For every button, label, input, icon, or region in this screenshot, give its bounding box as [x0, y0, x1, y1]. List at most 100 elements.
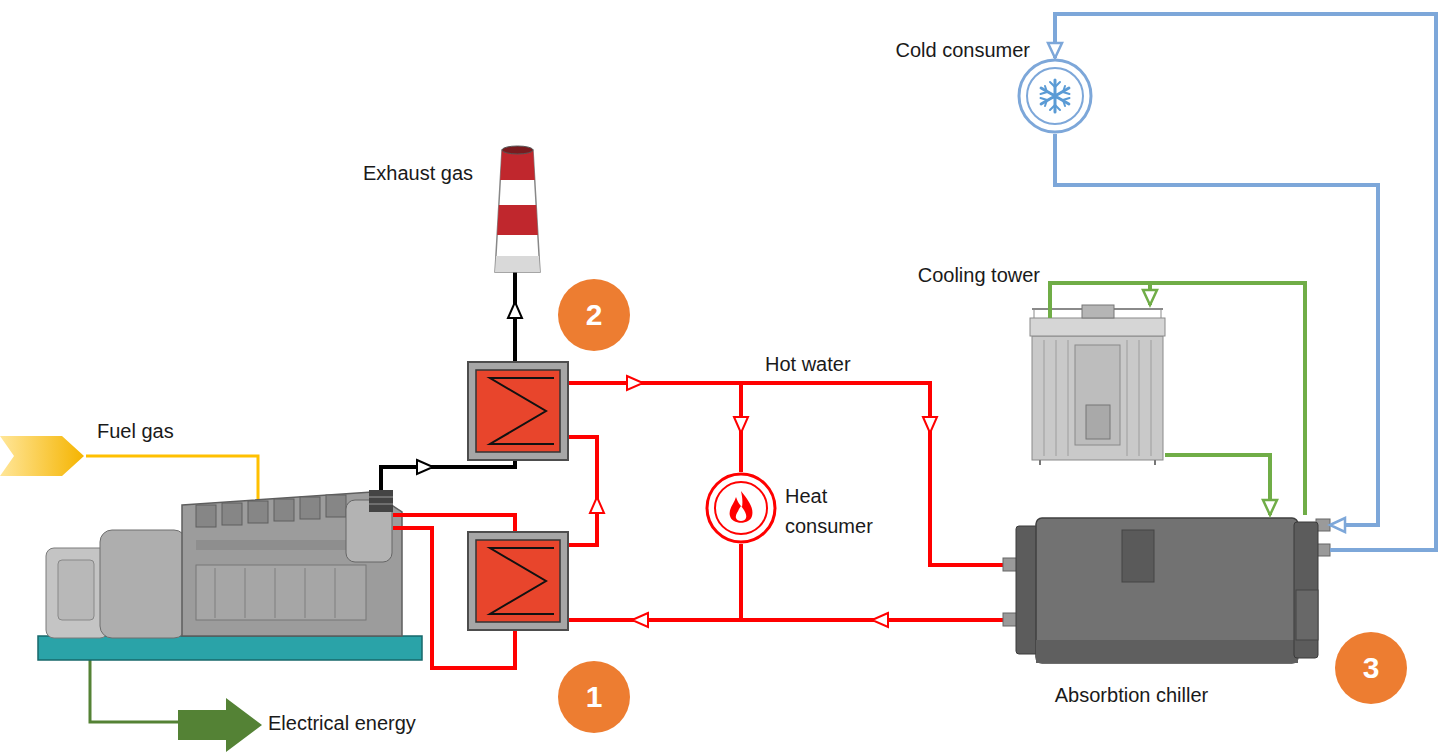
heat-consumer-outline [705, 472, 777, 544]
pipe-label: Hot water [765, 353, 851, 375]
tower-slat [1151, 340, 1152, 456]
cold-consumer-node: Cold consumer [1017, 58, 1093, 134]
exhaust-outlet-ring [369, 497, 393, 498]
flow-arrows [590, 376, 937, 627]
exhaust-heat-exchanger [468, 362, 568, 460]
flow-arrow [734, 417, 748, 433]
callout-circle [1335, 632, 1407, 704]
gas-engine [38, 490, 422, 660]
node-label-box: Heat consumer [785, 481, 885, 541]
exchanger-coil [490, 548, 554, 614]
tower-deck [1030, 318, 1165, 336]
cylinder-head [274, 499, 294, 521]
tower-leg [1154, 460, 1156, 465]
cylinder-head [248, 501, 268, 523]
engine-rib [275, 568, 276, 618]
node-label-box: Cold consumer [895, 38, 1030, 62]
node-label-box: Absorbtion chiller [1003, 683, 1260, 707]
pipe-label-box: Hot water [765, 352, 851, 376]
heat-consumer-node: Heat consumer [705, 472, 777, 544]
tower-door [1086, 405, 1110, 439]
engine-rib [335, 568, 336, 618]
power-line [90, 660, 180, 722]
consumer-ring [1019, 60, 1091, 132]
arrow-head [1048, 43, 1062, 58]
flame-icon [730, 491, 753, 523]
flame-core [736, 506, 746, 521]
pipe-connector [1143, 283, 1305, 515]
node-label: Absorbtion chiller [1055, 684, 1208, 706]
engine-rail [196, 540, 346, 550]
callout-number-box: 2 [558, 279, 630, 351]
pipe-line [1055, 134, 1378, 525]
callout-number-box: 3 [1335, 632, 1407, 704]
flow-arrow [627, 376, 643, 390]
engine-block [182, 492, 402, 636]
output-label: Electrical energy [268, 712, 416, 734]
heat-return-pipe [739, 544, 743, 620]
tower-leg [1039, 460, 1041, 465]
flow-arrow [590, 497, 604, 513]
arrow-head [1263, 500, 1277, 515]
pipe-line [1165, 455, 1270, 515]
hot-water-pipe [568, 437, 597, 545]
arrow-head [1330, 518, 1345, 532]
consumer-ring [707, 474, 775, 542]
callout-number: 2 [586, 303, 603, 327]
chiller-skid [1036, 640, 1298, 663]
exhaust-outlet [369, 490, 393, 512]
engine-rib [245, 568, 246, 618]
callout-number-box: 1 [558, 661, 630, 733]
consumer-ring [1027, 68, 1083, 124]
input-label-box: Fuel gas [97, 419, 174, 443]
cooling-tower-illustration [1030, 305, 1165, 465]
part-label: Exhaust gas [363, 162, 473, 184]
flow-arrow [417, 460, 433, 474]
jacket-heat-exchanger [468, 532, 568, 630]
generator-end [46, 548, 108, 638]
snowflake-branches [1041, 82, 1070, 110]
fuel-arrow [0, 436, 84, 476]
cooling-tower-node: Cooling tower [1030, 305, 1165, 465]
tower-railing [1034, 309, 1035, 318]
chiller-body [1036, 518, 1298, 663]
cooling-water-branch [1050, 283, 1150, 318]
pipe-line [1150, 283, 1305, 515]
cylinder-head [300, 497, 320, 519]
engine-rib [305, 568, 306, 618]
chimney-rim [502, 146, 533, 154]
control-panel [1122, 530, 1154, 582]
chimney-body [495, 150, 540, 272]
node-label: Heat consumer [785, 485, 873, 537]
generator-body [100, 530, 186, 638]
input-label: Fuel gas [97, 420, 174, 442]
callout-circle [558, 279, 630, 351]
snowflake-icon [1041, 80, 1070, 112]
pipe-connector [1165, 455, 1277, 515]
exhaust-outlet-ring [369, 504, 393, 505]
exchanger-coil [490, 378, 554, 444]
pipe-connector [1048, 14, 1436, 550]
engine-base [38, 636, 422, 660]
flow-arrow [632, 613, 648, 627]
exchanger-core [476, 370, 560, 452]
callout-number: 1 [586, 685, 603, 709]
power-arrow [178, 698, 262, 752]
tower-slat [1068, 340, 1069, 456]
flow-arrow [923, 417, 937, 433]
node-label: Cold consumer [895, 39, 1030, 61]
snowflake-arms [1041, 80, 1069, 112]
node-label: Cooling tower [918, 264, 1040, 286]
absorption-chiller-node: Absorbtion chiller [1003, 515, 1330, 667]
chimney [495, 146, 540, 272]
tower-casing [1075, 345, 1120, 445]
output-label-box: Electrical energy [268, 711, 416, 735]
exhaust-pipe [381, 460, 515, 490]
tower-railing [1161, 309, 1162, 318]
chimney-base [495, 256, 540, 272]
pipe-line [1055, 14, 1436, 550]
cylinder-head [196, 505, 216, 527]
cylinder-head [326, 495, 346, 517]
